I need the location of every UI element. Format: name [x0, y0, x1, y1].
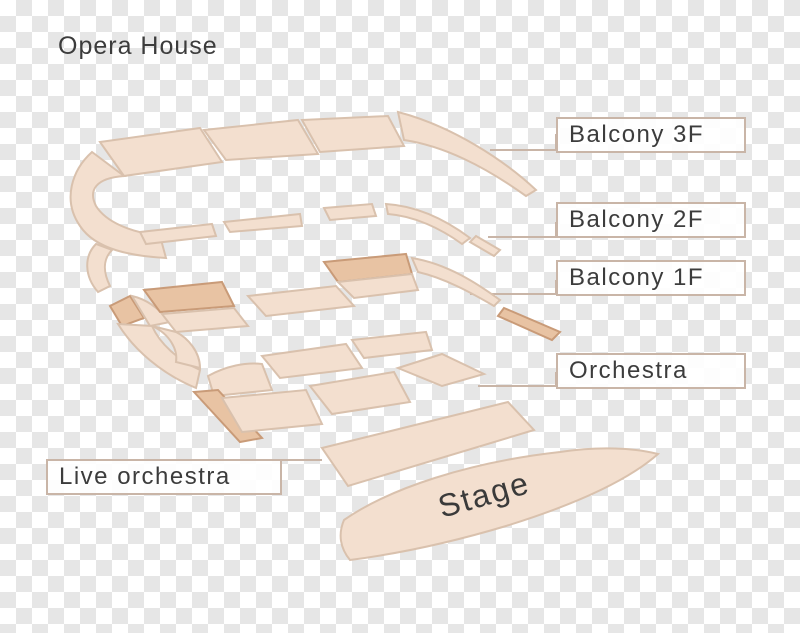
balcony-2f-section-2[interactable] [222, 212, 304, 234]
orchestra-seating [116, 322, 487, 444]
orchestra-section-middle-left[interactable] [206, 362, 274, 398]
balcony-1f-side-left[interactable] [129, 294, 172, 328]
balcony-1f-box-right-highlight[interactable] [496, 306, 562, 342]
balcony-1f-section-right[interactable] [335, 272, 420, 300]
page-title: Opera House [58, 32, 218, 60]
balcony-1f-seating [108, 252, 562, 342]
stage-platform[interactable] [339, 447, 661, 562]
balcony-2f-end-right[interactable] [468, 234, 502, 258]
balcony-1f-section-middle[interactable] [245, 284, 357, 318]
label-balcony-2f: Balcony 2F [556, 202, 746, 238]
balcony-3f-seating [69, 110, 538, 260]
balcony-1f-section-highlight-left[interactable] [142, 280, 236, 314]
balcony-2f-section-1[interactable] [138, 222, 218, 246]
leader-line-orchestra [478, 372, 557, 387]
balcony-2f-section-3[interactable] [322, 202, 378, 222]
orchestra-section-upper-left[interactable] [260, 342, 364, 380]
label-orchestra: Orchestra [556, 353, 746, 389]
balcony-3f-section-1[interactable] [98, 126, 224, 178]
leader-line-balcony-3f [490, 134, 557, 151]
live-orchestra-pit[interactable] [320, 400, 536, 488]
label-balcony-3f: Balcony 3F [556, 117, 746, 153]
balcony-3f-side-right[interactable] [396, 110, 538, 198]
orchestra-section-lower-right[interactable] [395, 352, 487, 388]
balcony-1f-side-right[interactable] [410, 256, 502, 308]
balcony-2f-seating [86, 202, 502, 294]
label-balcony-1f: Balcony 1F [556, 260, 746, 296]
orchestra-section-lower-middle[interactable] [308, 370, 412, 416]
balcony-3f-section-3[interactable] [300, 114, 406, 154]
balcony-2f-side-left[interactable] [86, 242, 114, 294]
orchestra-side-left-upper[interactable] [151, 325, 202, 370]
leader-line-balcony-2f [488, 222, 557, 238]
label-live-orchestra: Live orchestra [46, 459, 282, 495]
orchestra-section-upper-right[interactable] [350, 330, 434, 360]
balcony-3f-side-left[interactable] [69, 150, 168, 260]
orchestra-side-left[interactable] [116, 322, 202, 390]
balcony-3f-section-2[interactable] [202, 118, 320, 162]
balcony-2f-side-right[interactable] [384, 202, 472, 246]
orchestra-section-lower-left[interactable] [220, 388, 324, 434]
balcony-1f-box-left-highlight[interactable] [108, 294, 146, 328]
balcony-1f-section-lower-left[interactable] [160, 306, 250, 334]
